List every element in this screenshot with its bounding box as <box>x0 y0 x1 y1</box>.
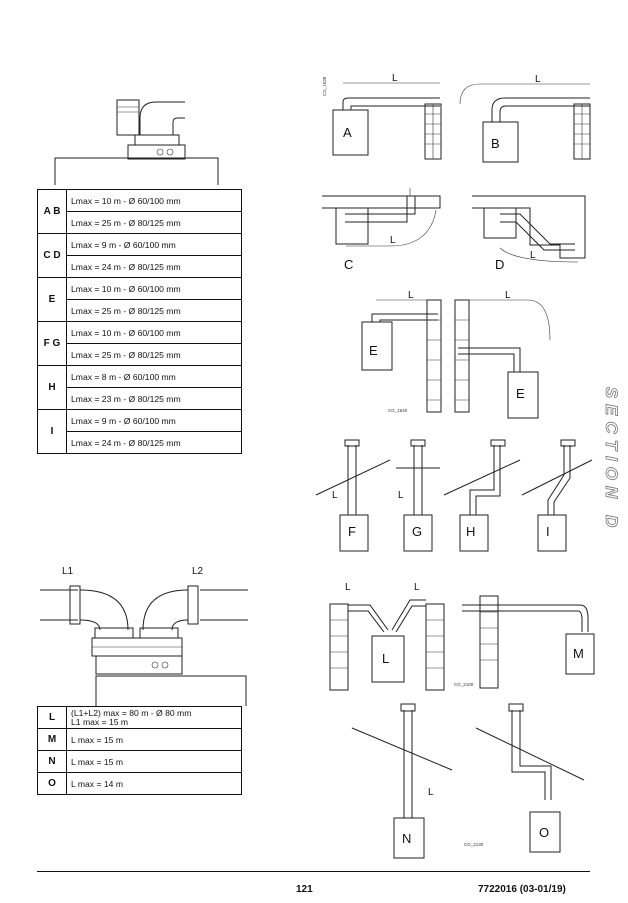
label-e2: E <box>516 386 525 401</box>
dim-l-b: L <box>535 74 541 85</box>
label-l1: L1 <box>62 566 74 577</box>
label-h: H <box>466 524 475 539</box>
label-o: O <box>539 825 549 840</box>
label-i: I <box>546 524 550 539</box>
row-value: Lmax = 24 m - Ø 80/125 mm <box>66 431 242 454</box>
label-l: L <box>382 651 389 666</box>
label-a: A <box>343 125 352 140</box>
section-text: SECTION D <box>602 386 622 533</box>
label-f: F <box>348 524 356 539</box>
code-cg2100: CG_2100 <box>454 682 474 687</box>
label-c: C <box>344 257 353 272</box>
config-e-diagram: E E L L CG_1640 <box>361 290 551 419</box>
row-value-line1: L max = 14 m <box>71 778 123 789</box>
label-e1: E <box>369 343 378 358</box>
config-d-diagram: L D <box>472 195 586 272</box>
row-value-line1: L max = 15 m <box>71 756 123 767</box>
row-key: F G <box>37 321 67 366</box>
row-value-line1: L max = 15 m <box>71 734 123 745</box>
config-c-diagram: L C <box>322 188 441 272</box>
config-a-diagram: CG_1638 A L <box>322 73 442 160</box>
dim-l-g: L <box>398 490 404 501</box>
config-b-diagram: B L <box>459 74 591 163</box>
document-code: 7722016 (03-01/19) <box>478 884 566 895</box>
dim-l-f: L <box>332 490 338 501</box>
label-l2: L2 <box>192 566 204 577</box>
dim-l-n: L <box>428 787 434 798</box>
config-l-diagram: L L L <box>329 582 445 691</box>
dim-l-c: L <box>390 235 396 246</box>
label-b: B <box>491 136 500 151</box>
table-row: Lmax = 24 m - Ø 80/125 mm <box>38 431 242 454</box>
footer-divider <box>37 871 590 872</box>
section-tag: SECTION D <box>596 372 626 547</box>
dim-l-e1: L <box>408 290 414 301</box>
label-m: M <box>573 646 584 661</box>
config-o-diagram: O CG_2130 <box>464 703 585 853</box>
dim-l-l1: L <box>345 582 351 593</box>
row-key: E <box>37 277 67 322</box>
label-n: N <box>402 831 411 846</box>
page-number: 121 <box>296 884 313 895</box>
code-cg2130: CG_2130 <box>464 842 484 847</box>
dim-l-d: L <box>530 250 536 261</box>
dim-l-a: L <box>392 73 398 84</box>
config-m-diagram: M CG_2100 <box>454 595 595 689</box>
row-key: C D <box>37 233 67 278</box>
dim-l-e2: L <box>505 290 511 301</box>
row-value-line2: L1 max = 15 m <box>71 716 129 727</box>
config-n-diagram: N L <box>351 703 453 859</box>
row-key: H <box>37 365 67 410</box>
code-cg1640: CG_1640 <box>388 408 408 413</box>
label-g: G <box>412 524 422 539</box>
label-d: D <box>495 257 504 272</box>
dim-l-l2: L <box>414 582 420 593</box>
config-fghi-diagram: F L G L H I <box>315 439 593 552</box>
svg-text:CG_1638: CG_1638 <box>322 76 327 96</box>
row-value-line1: (L1+L2) max = 80 m - Ø 80 mm <box>71 707 192 718</box>
row-value: L max = 14 m <box>66 772 242 795</box>
